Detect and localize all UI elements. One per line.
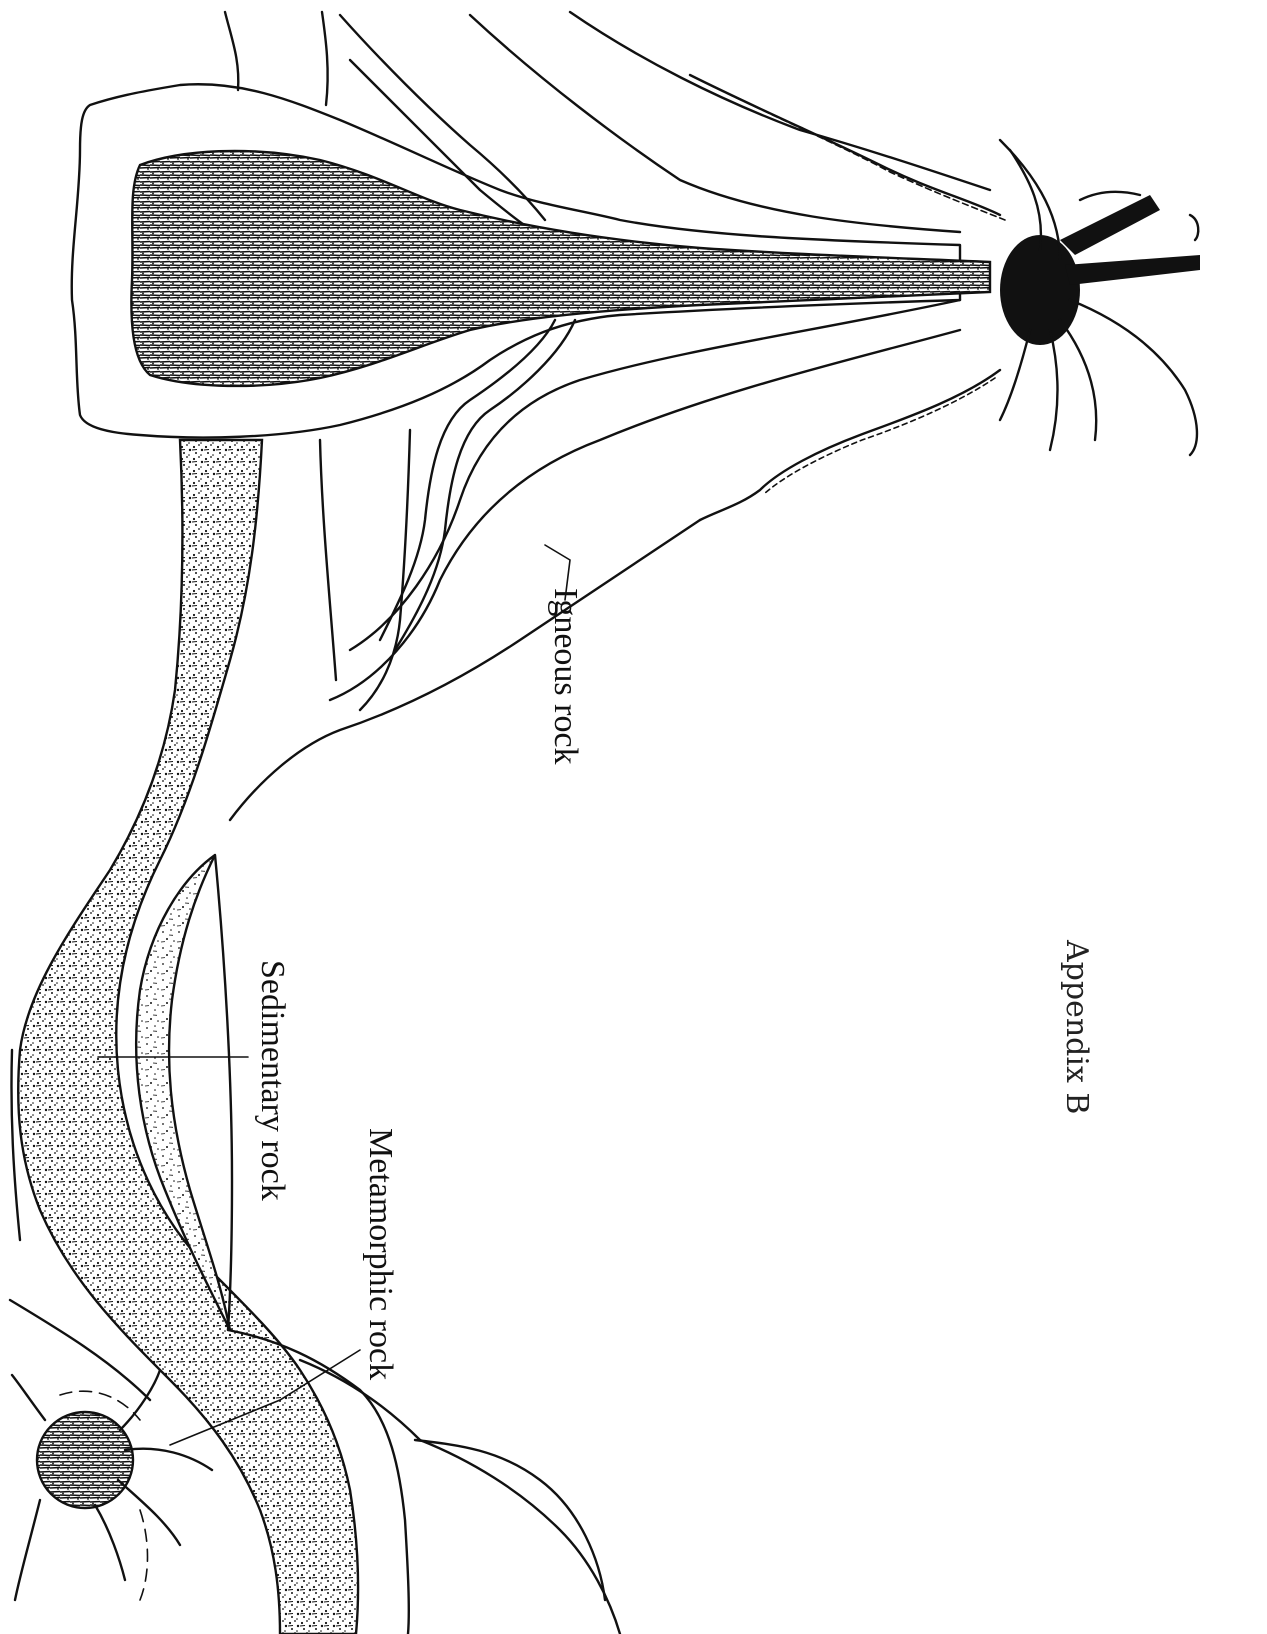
igneous-strata-lines [230,300,960,820]
sedimentary-label: Sedimentary rock [254,960,291,1201]
magma-chamber [131,151,990,386]
small-volcano [12,1370,212,1600]
volcano-eruption [1000,140,1200,455]
igneous-label: Igneous rock [547,588,584,765]
volcano-left-slope [690,75,1000,215]
metamorphic-label: Metamorphic rock [362,1128,399,1380]
volcano-right-slope [700,370,1000,520]
appendix-title: Appendix B [1059,939,1094,1114]
sedimentary-boundary [215,855,232,1330]
